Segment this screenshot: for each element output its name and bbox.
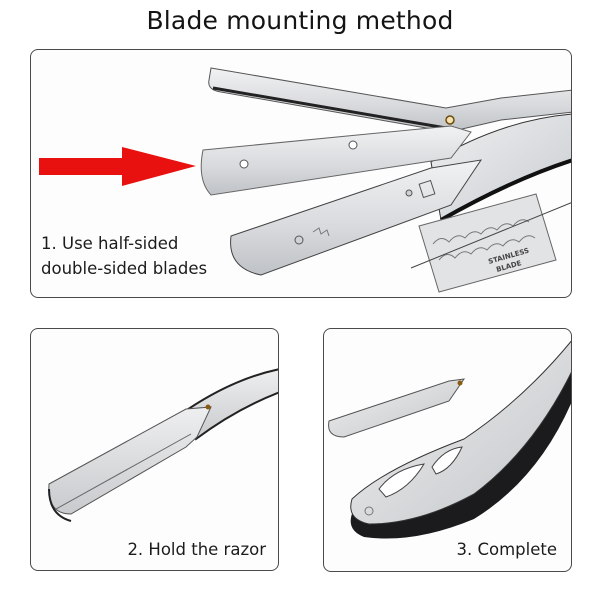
double-edge-blade-icon: STAINLESS BLADE [410,193,571,293]
step-1-panel: STAINLESS BLADE 1. Use half-sided double… [30,49,572,298]
red-arrow-icon [39,147,196,186]
razor-assembled-illustration [328,340,571,539]
step-3-panel: 3. Complete [323,328,572,572]
step-2-panel: 2. Hold the razor [30,328,279,571]
step-3-caption: 3. Complete [456,540,557,559]
page-title: Blade mounting method [146,6,454,35]
razor-holder-illustration [48,368,278,522]
step-1-caption: 1. Use half-sided double-sided blades [41,234,208,278]
step-2-caption: 2. Hold the razor [127,540,266,559]
razor-open-illustration: STAINLESS BLADE [200,67,571,293]
